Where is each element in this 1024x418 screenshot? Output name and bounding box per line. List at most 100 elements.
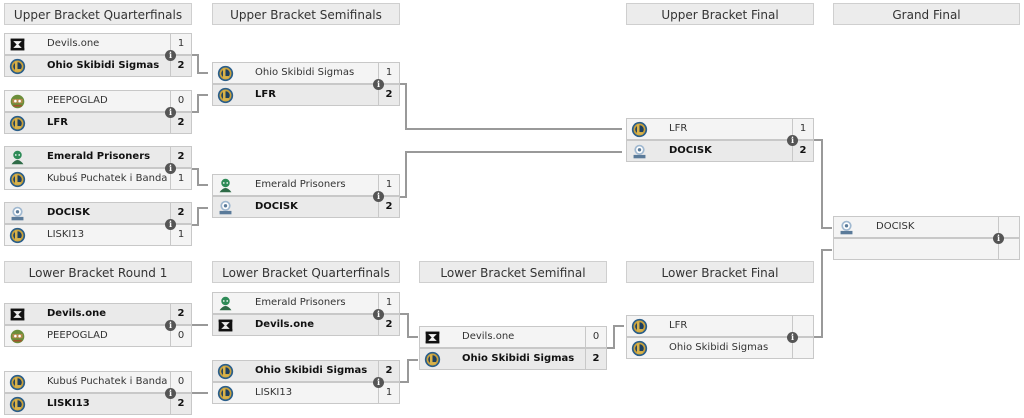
connector-ubsf2-ubf <box>399 151 622 198</box>
team-row-winner[interactable]: Ohio Skibidi Sigmas 2 <box>212 360 400 382</box>
team-name: DOCISK <box>255 201 298 212</box>
team-row-winner[interactable]: Devils.one 2 <box>4 303 192 325</box>
team-row-winner[interactable]: LFR 2 <box>212 84 400 106</box>
league-logo-icon <box>424 351 441 368</box>
team-name: DOCISK <box>876 221 915 232</box>
devils-logo-icon <box>9 306 26 323</box>
match-ubqf-3[interactable]: Emerald Prisoners 2 Kubuś Puchatek i Ban… <box>4 146 192 191</box>
team-score: 1 <box>170 225 191 245</box>
league-logo-icon <box>9 115 26 132</box>
team-name: Devils.one <box>47 308 106 319</box>
team-row-winner[interactable]: LFR 2 <box>4 112 192 134</box>
match-info-icon[interactable]: i <box>165 50 176 61</box>
team-row-winner[interactable]: Emerald Prisoners 2 <box>4 146 192 168</box>
connector-lbqf1-lbsf <box>399 313 418 338</box>
team-score: 0 <box>170 372 191 392</box>
match-info-icon[interactable]: i <box>993 233 1004 244</box>
match-ubqf-4[interactable]: DOCISK 2 LISKI13 1 i <box>4 202 192 247</box>
match-info-icon[interactable]: i <box>787 332 798 343</box>
match-info-icon[interactable]: i <box>165 219 176 230</box>
connector-ubqf4-ubsf2 <box>191 207 208 226</box>
team-name: LISKI13 <box>47 229 85 240</box>
header-upper-bracket-final: Upper Bracket Final <box>626 3 814 25</box>
team-row[interactable]: Kubuś Puchatek i Banda 0 <box>4 371 192 393</box>
team-name: LISKI13 <box>47 398 90 409</box>
match-info-icon[interactable]: i <box>165 320 176 331</box>
match-lbr1-1[interactable]: Devils.one 2 PEEPOGLAD 0 i <box>4 303 192 348</box>
team-score: 1 <box>170 34 191 54</box>
header-lower-bracket-quarterfinals: Lower Bracket Quarterfinals <box>212 261 400 283</box>
team-name: Emerald Prisoners <box>47 151 151 162</box>
peepo-logo-icon <box>9 328 26 345</box>
team-score: 2 <box>170 56 191 76</box>
team-row[interactable]: LISKI13 1 <box>212 382 400 404</box>
docisk-logo-icon <box>217 199 234 216</box>
match-info-icon[interactable]: i <box>373 191 384 202</box>
team-score: 2 <box>170 203 191 223</box>
team-row[interactable]: Ohio Skibidi Sigmas 1 <box>212 62 400 84</box>
match-ubqf-1[interactable]: Devils.one 1 Ohio Skibidi Sigmas 2 i <box>4 33 192 78</box>
match-info-icon[interactable]: i <box>373 309 384 320</box>
team-row[interactable]: PEEPOGLAD 0 <box>4 90 192 112</box>
league-logo-icon <box>9 227 26 244</box>
match-info-icon[interactable]: i <box>373 79 384 90</box>
team-row[interactable]: Ohio Skibidi Sigmas <box>626 337 814 359</box>
docisk-logo-icon <box>9 205 26 222</box>
devils-logo-icon <box>217 317 234 334</box>
match-ubf[interactable]: LFR 1 DOCISK 2 i <box>626 118 814 163</box>
team-row-winner[interactable]: Ohio Skibidi Sigmas 2 <box>4 55 192 77</box>
team-row-winner[interactable]: DOCISK 2 <box>212 196 400 218</box>
league-logo-icon <box>217 87 234 104</box>
team-name: LFR <box>255 89 276 100</box>
league-logo-icon <box>631 121 648 138</box>
match-lbqf-1[interactable]: Emerald Prisoners 1 Devils.one 2 i <box>212 292 400 337</box>
team-row[interactable]: Devils.one 0 <box>419 326 607 348</box>
match-info-icon[interactable]: i <box>787 135 798 146</box>
match-info-icon[interactable]: i <box>373 377 384 388</box>
team-score: 2 <box>378 197 399 217</box>
team-row-winner[interactable]: Devils.one 2 <box>212 314 400 336</box>
connector-lbqf2-lbsf <box>399 359 418 383</box>
team-score <box>792 316 813 336</box>
league-logo-icon <box>631 340 648 357</box>
team-name: DOCISK <box>47 207 90 218</box>
team-name: Ohio Skibidi Sigmas <box>255 365 368 376</box>
team-row[interactable]: LFR 1 <box>626 118 814 140</box>
team-score <box>998 239 1019 259</box>
connector-ubsf1-ubf <box>399 83 622 130</box>
match-info-icon[interactable]: i <box>165 163 176 174</box>
team-row-winner[interactable]: Ohio Skibidi Sigmas 2 <box>419 348 607 370</box>
match-ubqf-2[interactable]: PEEPOGLAD 0 LFR 2 i <box>4 90 192 135</box>
team-row[interactable]: Emerald Prisoners 1 <box>212 292 400 314</box>
team-row[interactable]: PEEPOGLAD 0 <box>4 325 192 347</box>
league-logo-icon <box>9 374 26 391</box>
team-row-winner[interactable]: LISKI13 2 <box>4 393 192 415</box>
match-lbqf-2[interactable]: Ohio Skibidi Sigmas 2 LISKI13 1 i <box>212 360 400 405</box>
header-upper-bracket-quarterfinals: Upper Bracket Quarterfinals <box>4 3 192 25</box>
match-lbr1-2[interactable]: Kubuś Puchatek i Banda 0 LISKI13 2 i <box>4 371 192 416</box>
match-lbf[interactable]: LFR Ohio Skibidi Sigmas i <box>626 315 814 360</box>
match-ubsf-2[interactable]: Emerald Prisoners 1 DOCISK 2 i <box>212 174 400 219</box>
match-ubsf-1[interactable]: Ohio Skibidi Sigmas 1 LFR 2 i <box>212 62 400 107</box>
team-name: PEEPOGLAD <box>47 330 108 341</box>
team-row-winner[interactable]: DOCISK 2 <box>4 202 192 224</box>
team-row[interactable]: LISKI13 1 <box>4 224 192 246</box>
connector-ubqf3-ubsf2 <box>191 168 208 186</box>
team-row[interactable]: Devils.one 1 <box>4 33 192 55</box>
team-row[interactable]: Kubuś Puchatek i Banda 1 <box>4 168 192 190</box>
team-row[interactable]: LFR <box>626 315 814 337</box>
team-name: LFR <box>47 117 68 128</box>
connector-ubqf2-ubsf1 <box>191 94 208 113</box>
match-lbsf[interactable]: Devils.one 0 Ohio Skibidi Sigmas 2 <box>419 326 607 371</box>
match-info-icon[interactable]: i <box>165 107 176 118</box>
team-row-empty[interactable] <box>833 238 1020 260</box>
match-grand-final[interactable]: DOCISK i <box>833 216 1020 261</box>
league-logo-icon <box>631 318 648 335</box>
team-row[interactable]: Emerald Prisoners 1 <box>212 174 400 196</box>
match-info-icon[interactable]: i <box>165 388 176 399</box>
team-row-winner[interactable]: DOCISK 2 <box>626 140 814 162</box>
team-row[interactable]: DOCISK <box>833 216 1020 238</box>
team-score: 0 <box>170 326 191 346</box>
team-name: Ohio Skibidi Sigmas <box>47 60 160 71</box>
